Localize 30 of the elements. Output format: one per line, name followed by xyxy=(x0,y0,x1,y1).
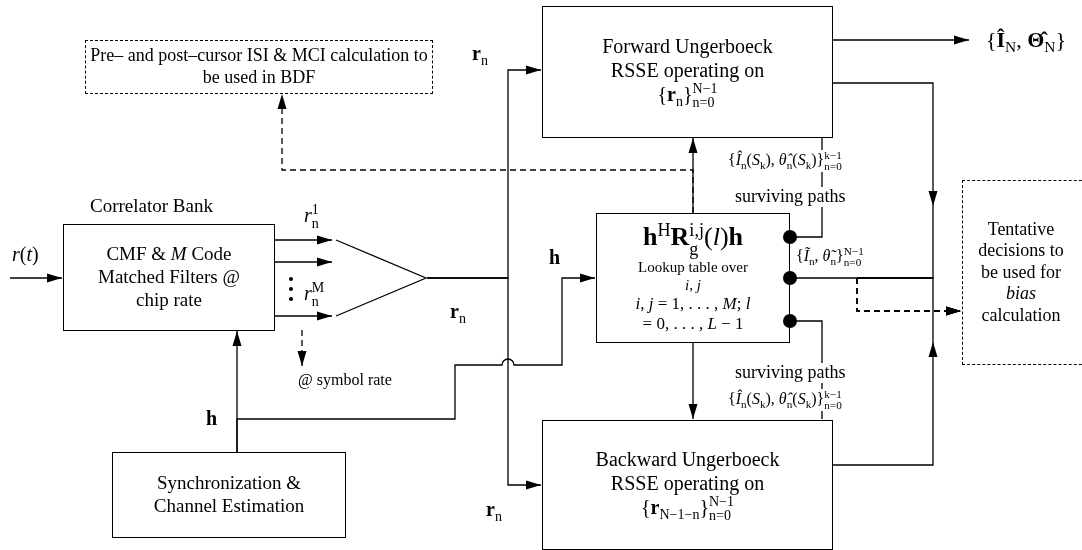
note-text: surviving paths xyxy=(735,187,846,207)
box-heading: Correlator Bank xyxy=(89,195,214,218)
arrow xyxy=(274,235,333,245)
arrow xyxy=(274,257,333,267)
process-box xyxy=(542,6,833,138)
dashed-arrow xyxy=(277,93,694,214)
arrow xyxy=(426,277,542,490)
output-label: {Î$_{N}$, Θ̂$_{N}$} xyxy=(970,20,1082,60)
box-text: Tentative decisions to be used for bias calculation xyxy=(977,218,1065,327)
dashed-arrow xyxy=(297,329,307,367)
box-text: CMF & M Code Matched Filters @ chip rate xyxy=(97,243,241,312)
arrow xyxy=(274,311,333,321)
dashed-arrow xyxy=(783,271,962,316)
process-box xyxy=(542,420,833,550)
note-text: @ symbol rate xyxy=(278,367,412,393)
edge-label: r(t) xyxy=(12,243,39,265)
note-box xyxy=(962,180,1082,365)
box-text: i, j = 1, . . . , M; l = 0, . . . , L − 1 xyxy=(634,293,752,335)
note-text: surviving paths xyxy=(735,363,846,383)
box-text: h$^{H}$R$^{i,j}$$_{g}$(l)h xyxy=(642,221,744,258)
process-box xyxy=(112,452,346,538)
box-text: Pre– and post–cursor ISI & MCI calculation to be used in BDF xyxy=(89,45,429,89)
arrow xyxy=(9,273,63,283)
combiner-symbol xyxy=(333,238,427,318)
arrow xyxy=(832,35,970,45)
arrow xyxy=(236,273,596,453)
box-text: Lookup table over i, j xyxy=(637,258,749,294)
box-text: Synchronization & Channel Estimation xyxy=(152,472,306,518)
lookup-table-box xyxy=(596,213,790,343)
arrow xyxy=(688,342,698,420)
